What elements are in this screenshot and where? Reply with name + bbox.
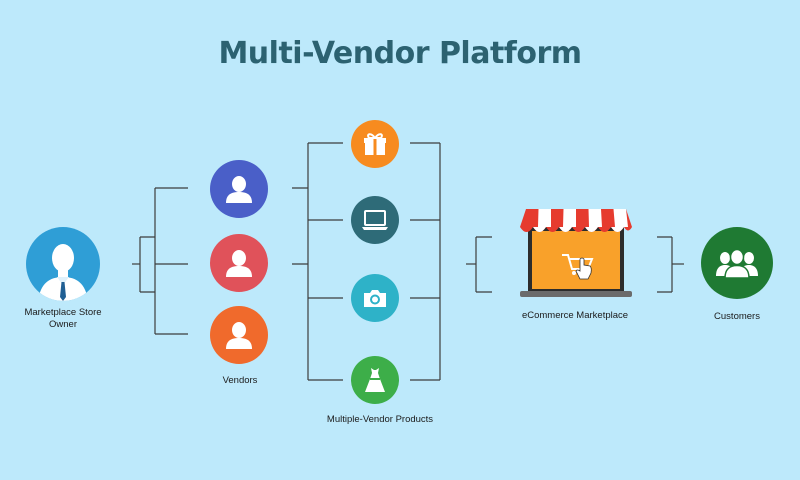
customers-node <box>701 227 773 299</box>
vendor-node-3 <box>210 306 268 364</box>
marketplace-label: eCommerce Marketplace <box>521 310 629 321</box>
business-person-icon <box>38 244 88 301</box>
person-icon <box>226 250 252 277</box>
gift-icon <box>364 133 386 155</box>
marketplace-owner-node <box>26 227 100 301</box>
dress-icon <box>365 368 385 392</box>
vendor-node-2 <box>210 234 268 292</box>
owner-label-line2: Owner <box>49 319 77 330</box>
person-icon <box>226 322 252 349</box>
owner-label-line1: Marketplace Store <box>24 307 102 318</box>
product-node-gift <box>351 120 399 168</box>
person-icon <box>226 176 252 203</box>
product-node-laptop <box>351 196 399 244</box>
products-label: Multiple-Vendor Products <box>326 414 434 425</box>
ecommerce-marketplace-node <box>516 205 636 303</box>
camera-icon <box>364 290 386 307</box>
storefront-icon <box>520 209 632 297</box>
customers-label: Customers <box>714 311 760 322</box>
page-title: Multi-Vendor Platform <box>218 36 582 71</box>
vendors-label: Vendors <box>222 375 258 386</box>
people-group-icon <box>716 248 758 279</box>
product-node-dress <box>351 356 399 404</box>
vendor-node-1 <box>210 160 268 218</box>
owner-label: Marketplace Store Owner <box>13 307 113 331</box>
laptop-icon <box>362 210 388 230</box>
product-node-camera <box>351 274 399 322</box>
